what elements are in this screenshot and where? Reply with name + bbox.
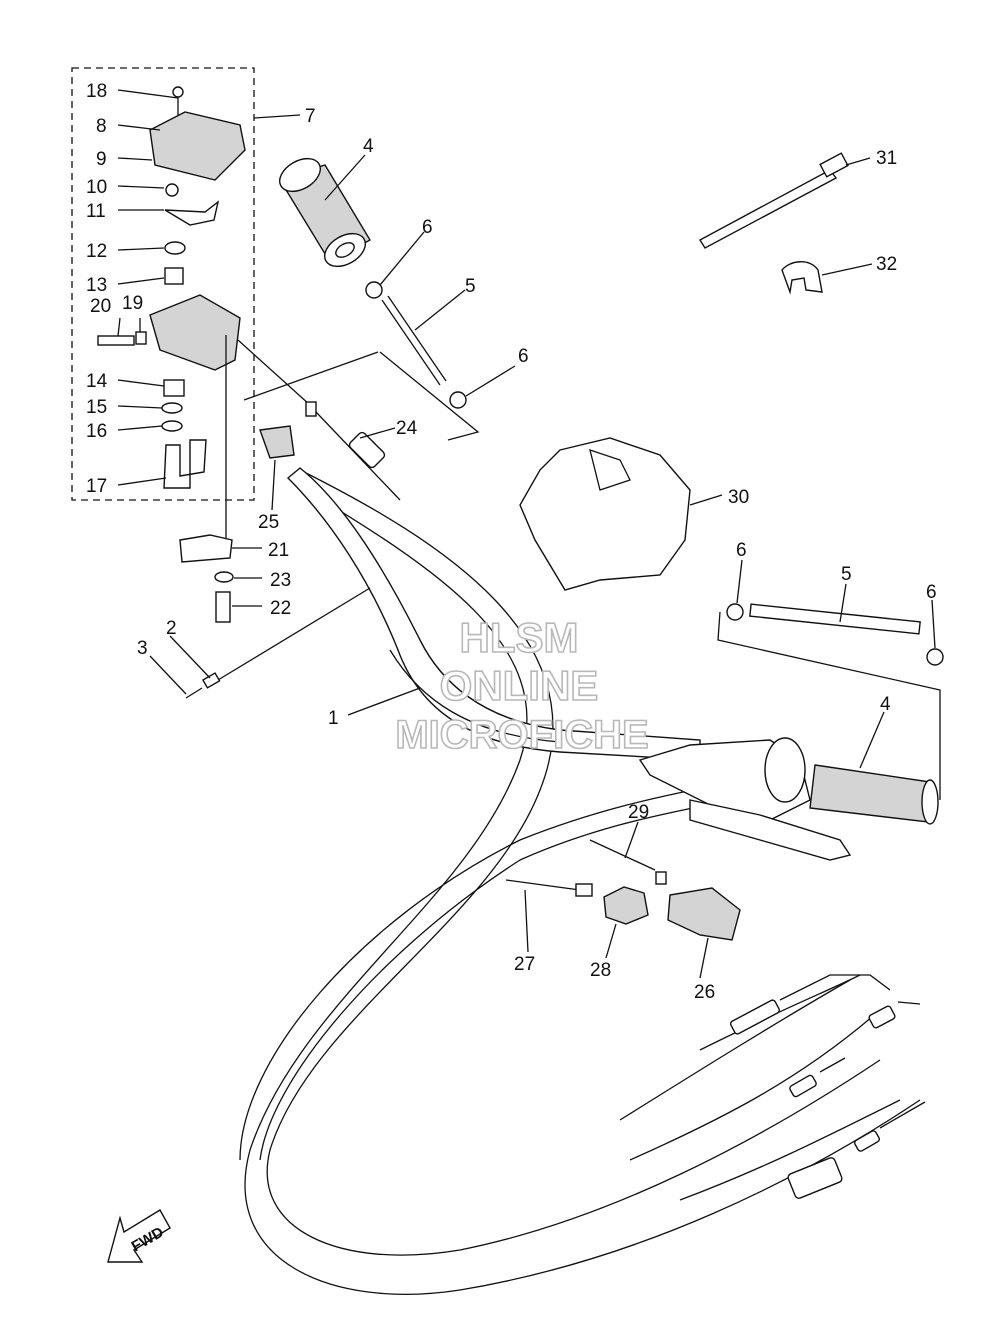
callout-label: 20 — [90, 296, 111, 317]
callout-label: 6 — [518, 346, 529, 367]
callout-label: 13 — [86, 275, 107, 296]
callout-label: 28 — [590, 960, 611, 981]
callout-label: 31 — [876, 148, 897, 169]
leader-lines — [117, 89, 936, 979]
callout-label: 6 — [736, 540, 747, 561]
throttle-case-parts — [97, 86, 371, 699]
bar-end-shaft-upper — [365, 281, 467, 409]
cable-adjuster-parts — [505, 839, 741, 941]
grip-left — [278, 157, 371, 268]
assembly-box-7 — [71, 67, 255, 501]
throttle-cable-upper — [237, 339, 401, 501]
callout-label: 10 — [86, 177, 107, 198]
callout-label: 1 — [328, 708, 339, 729]
watermark-line-3: MICROFICHE — [395, 713, 648, 757]
callout-label: 6 — [926, 582, 937, 603]
callout-label: 4 — [363, 136, 374, 157]
throttle-cables — [239, 469, 926, 1295]
callout-label: 6 — [422, 217, 433, 238]
grip-right — [809, 764, 939, 825]
callout-label: 24 — [396, 418, 418, 439]
callout-label: 16 — [86, 421, 107, 442]
callout-label: 12 — [86, 241, 107, 262]
callout-label: 3 — [137, 638, 148, 659]
callout-label: 25 — [258, 512, 279, 533]
watermark-line-2: ONLINE — [440, 662, 599, 709]
callout-label: 8 — [96, 116, 107, 137]
callout-label: 14 — [86, 371, 108, 392]
callout-label: 19 — [122, 293, 143, 314]
bar-end-shaft-right — [243, 351, 944, 800]
callout-label: 15 — [86, 397, 107, 418]
callout-label: 23 — [270, 570, 291, 591]
callout-label: 7 — [305, 106, 316, 127]
callout-label: 18 — [86, 81, 107, 102]
callout-label: 9 — [96, 149, 107, 170]
callout-label: 27 — [514, 954, 535, 975]
callout-labels: 1 2 3 4 4 5 5 6 6 6 6 7 8 9 10 11 12 13 … — [86, 81, 937, 1003]
callout-label: 30 — [728, 487, 749, 508]
callout-label: 26 — [694, 982, 715, 1003]
watermark-line-1: HLSM — [460, 614, 579, 661]
callout-label: 4 — [880, 694, 891, 715]
callout-label: 21 — [268, 540, 289, 561]
cable-clamp — [781, 261, 823, 295]
callout-label: 29 — [628, 802, 649, 823]
handlebar-cover — [519, 437, 691, 591]
callout-label: 5 — [465, 276, 476, 297]
callout-label: 5 — [841, 564, 852, 585]
lever-assembly — [638, 737, 852, 861]
callout-label: 32 — [876, 254, 897, 275]
callout-label: 17 — [86, 476, 107, 497]
callout-label: 11 — [86, 201, 106, 222]
callout-label: 22 — [270, 598, 291, 619]
callout-label: 2 — [166, 618, 177, 639]
forward-direction-badge: FWD — [107, 1209, 171, 1263]
cable-tie — [699, 169, 838, 249]
